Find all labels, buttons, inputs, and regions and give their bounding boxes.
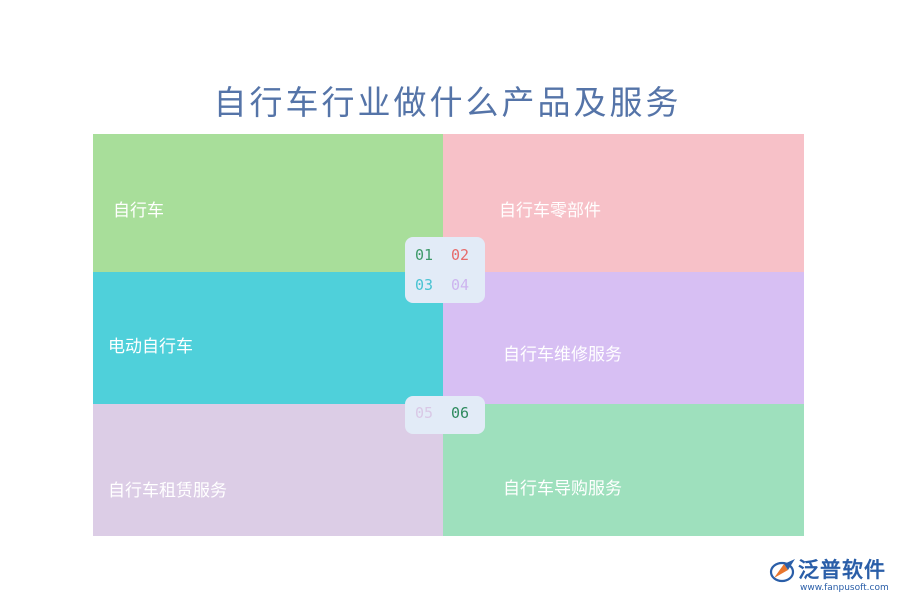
- brand-name: 泛普软件: [798, 558, 886, 582]
- quadrant-3: 电动自行车: [93, 272, 443, 404]
- brand-url: www.fanpusoft.com: [800, 583, 889, 593]
- brand-logo: 泛普软件 www.fanpusoft.com: [764, 554, 894, 598]
- quadrant-2: 自行车零部件: [443, 134, 804, 272]
- number-06: 06: [450, 404, 470, 422]
- number-badge-bottom: 05 06: [405, 396, 485, 434]
- number-04: 04: [450, 276, 470, 294]
- number-03: 03: [414, 276, 434, 294]
- quadrant-3-label: 电动自行车: [108, 337, 193, 357]
- page-title: 自行车行业做什么产品及服务: [213, 83, 682, 122]
- quadrant-5-label: 自行车租赁服务: [108, 481, 227, 501]
- quadrant-4: 自行车维修服务: [443, 272, 804, 404]
- quadrant-6-label: 自行车导购服务: [503, 479, 622, 499]
- quadrant-4-label: 自行车维修服务: [503, 345, 622, 365]
- quadrant-6: 自行车导购服务: [443, 404, 804, 536]
- number-01: 01: [414, 246, 434, 264]
- quadrant-1-label: 自行车: [113, 201, 164, 221]
- quadrant-5: 自行车租赁服务: [93, 404, 443, 536]
- quadrant-2-label: 自行车零部件: [499, 201, 601, 221]
- number-badge-top: 01 02 03 04: [405, 237, 485, 303]
- fanpu-logo-icon: [769, 559, 795, 583]
- quadrant-1: 自行车: [93, 134, 443, 272]
- number-05: 05: [414, 404, 434, 422]
- number-02: 02: [450, 246, 470, 264]
